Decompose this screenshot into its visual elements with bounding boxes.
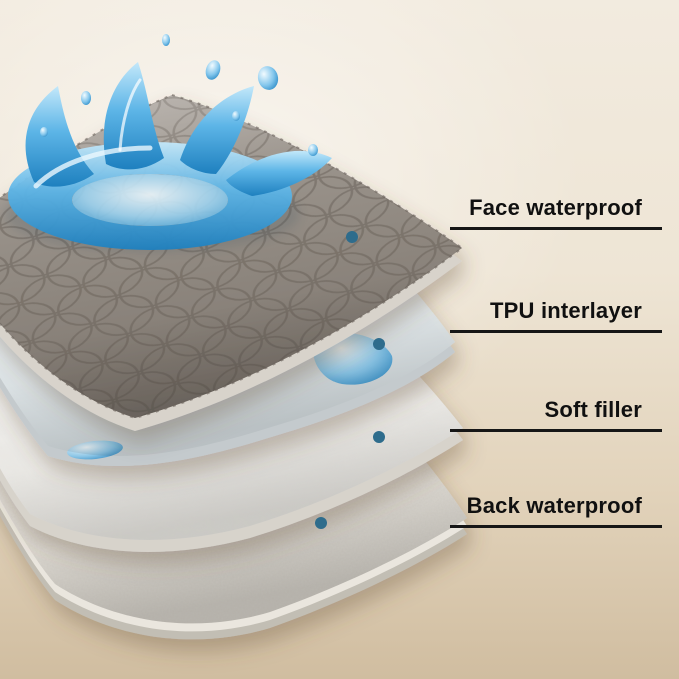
callout-underline (450, 227, 662, 231)
callout-soft-filler: Soft filler (450, 397, 662, 433)
stitch-edge (0, 93, 464, 420)
callout-tpu-interlayer: TPU interlayer (450, 298, 662, 334)
callout-label: Face waterproof (469, 195, 642, 220)
back-waterproof-dot (315, 517, 327, 529)
callout-label: Back waterproof (466, 493, 642, 518)
callout-underline (450, 330, 662, 334)
splash-spike (103, 62, 164, 170)
soft-filler-dot (373, 431, 385, 443)
splash-highlight (118, 78, 142, 152)
splash-spike (226, 150, 332, 196)
water-droplet (162, 34, 170, 46)
callout-label: Soft filler (544, 397, 642, 422)
callout-face-waterproof: Face waterproof (450, 195, 662, 231)
water-droplet (40, 127, 48, 137)
water-droplet (308, 144, 318, 156)
splash-pool (72, 174, 228, 226)
face-waterproof-dot (346, 231, 358, 243)
splash-highlight (33, 145, 153, 189)
splash-spike (180, 86, 254, 174)
water-splash-icon (4, 34, 332, 252)
water-droplet (257, 66, 279, 90)
tpu-interlayer-dot (373, 338, 385, 350)
water-droplet (81, 91, 91, 105)
callout-label: TPU interlayer (490, 298, 642, 323)
water-droplet (232, 111, 240, 121)
callout-back-waterproof: Back waterproof (450, 493, 662, 529)
callout-underline (450, 525, 662, 529)
water-droplet (205, 60, 221, 80)
callout-underline (450, 429, 662, 433)
